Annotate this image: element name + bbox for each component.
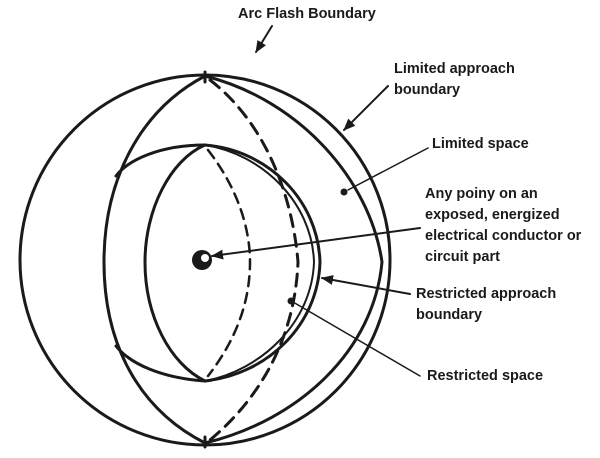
restricted-space-leader bbox=[292, 301, 421, 377]
restricted-approach-boundary-label: Restricted approach boundary bbox=[416, 286, 557, 323]
limited-boundary-arrow bbox=[343, 85, 389, 131]
energized-point-label: Any poiny on an exposed, energized elect… bbox=[425, 186, 582, 265]
outer-shell-inner-wall bbox=[102, 74, 207, 445]
restricted-boundary-arrow bbox=[321, 275, 411, 295]
arc-flash-arrow bbox=[255, 25, 273, 53]
limited-space-leader bbox=[347, 147, 429, 191]
restricted-space-left-wall bbox=[143, 143, 207, 383]
outer-shell-rim bbox=[203, 74, 384, 445]
inner-dashed-meridian bbox=[206, 148, 252, 378]
restricted-space-dot bbox=[287, 297, 295, 305]
arc-flash-boundary-label: Arc Flash Boundary bbox=[238, 6, 376, 22]
limited-space-label: Limited space bbox=[432, 136, 529, 152]
point-arrow bbox=[211, 227, 421, 260]
restricted-space-label: Restricted space bbox=[427, 368, 544, 384]
restricted-approach-inner-rim bbox=[204, 144, 316, 382]
limited-approach-boundary-label: Limited approach boundary bbox=[394, 61, 515, 98]
arc-flash-boundary-dashed-line bbox=[208, 78, 300, 442]
energized-point-highlight bbox=[201, 254, 209, 262]
restricted-space-back-wall bbox=[114, 143, 207, 383]
restricted-approach-outer-rim bbox=[203, 143, 322, 383]
limited-space-dot bbox=[340, 188, 348, 196]
